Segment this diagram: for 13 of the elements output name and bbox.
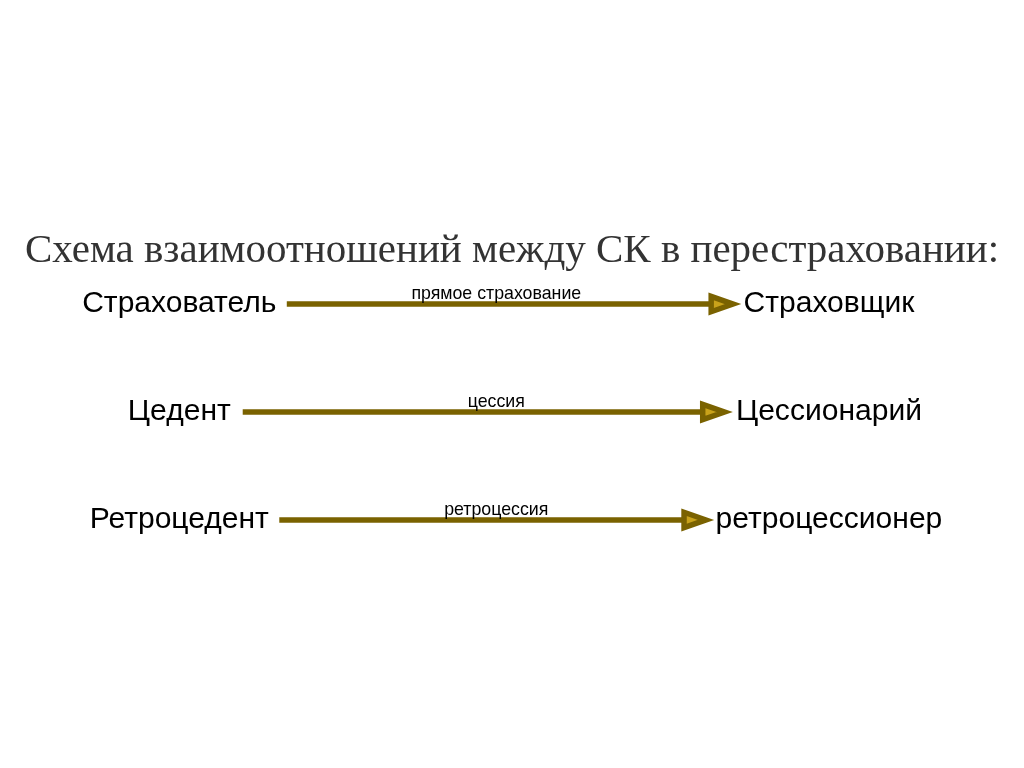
arrow bbox=[279, 508, 715, 532]
node-text: Цедент bbox=[127, 392, 231, 426]
node-text: ретроцессионер bbox=[715, 500, 943, 534]
edge-label: цессия bbox=[467, 391, 525, 412]
edge-label: прямое страхование bbox=[411, 283, 582, 304]
arrow bbox=[242, 400, 733, 424]
diagram-title: Схема взаимоотношений между СК в перестраховании: bbox=[24, 224, 1000, 271]
node-text: Страхователь bbox=[82, 284, 277, 318]
edge-label: ретроцессия bbox=[444, 499, 549, 520]
node-text: Ретроцедент bbox=[89, 500, 269, 534]
arrow bbox=[286, 292, 742, 316]
node-text: Цессионарий bbox=[735, 392, 922, 426]
node-text: Страховщик bbox=[743, 284, 915, 318]
